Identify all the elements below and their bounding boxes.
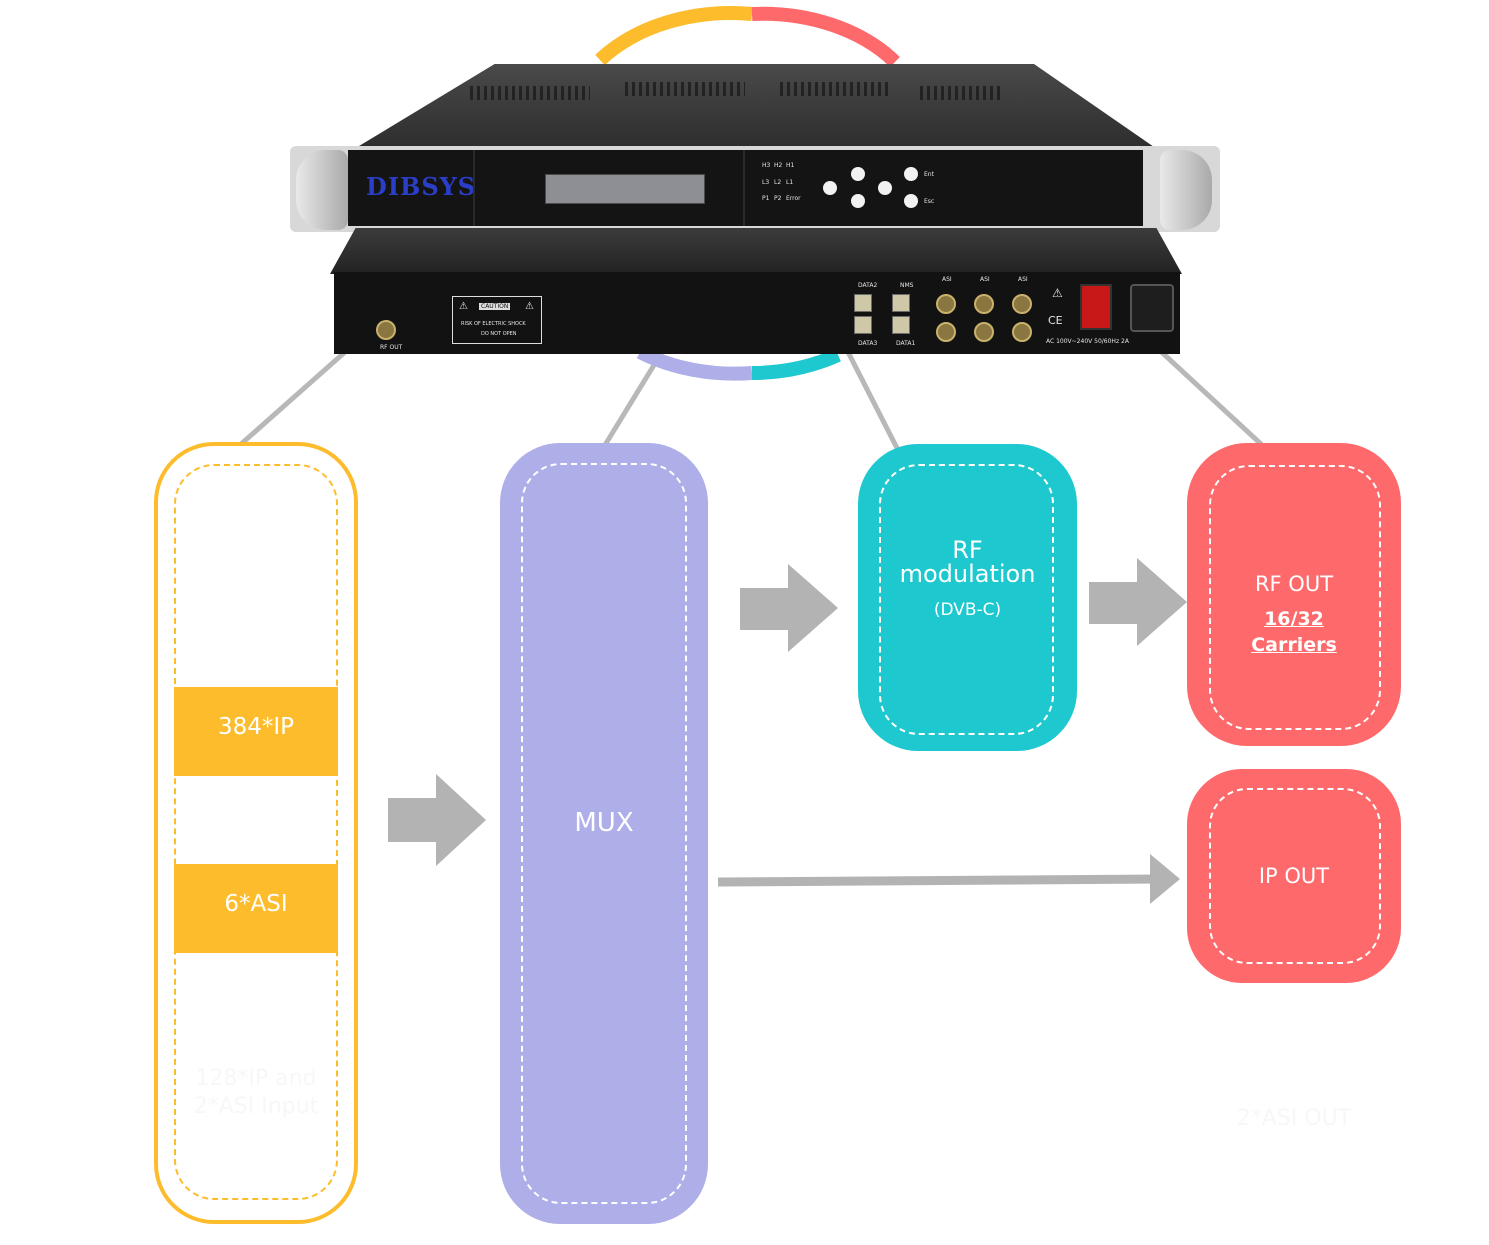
warning-icon: ⚠ — [1052, 286, 1063, 300]
caution-line2: DO NOT OPEN — [481, 331, 517, 337]
led-label: L2 — [774, 179, 782, 186]
arrow-modulation-to-rf-out — [1089, 558, 1187, 646]
led-label: P1 — [762, 195, 770, 202]
ring-yellow-segment — [595, 6, 753, 66]
modulation-label-line3: (DVB-C) — [933, 600, 1002, 620]
vent — [470, 86, 590, 100]
ethernet-port — [892, 316, 910, 334]
asi-input-label: 6*ASI — [224, 891, 288, 917]
down-button[interactable] — [851, 194, 865, 208]
connector-to-input — [238, 350, 347, 447]
caution-label: CAUTION ⚠ ⚠ RISK OF ELECTRIC SHOCK DO NO… — [452, 296, 542, 344]
mux-box-dashed-border — [521, 463, 687, 1204]
connector-to-mux — [602, 350, 665, 447]
led-label: H2 — [774, 162, 783, 169]
asi-input-block — [174, 864, 338, 953]
ring-teal-segment — [751, 348, 841, 380]
arrow-mux-to-ip-out-head — [1150, 854, 1180, 904]
ce-mark: CE — [1048, 314, 1063, 327]
power-rating-label: AC 100V~240V 50/60Hz 2A — [1046, 338, 1129, 345]
asi-connector — [936, 322, 956, 342]
rf-out-box-dashed-border — [1209, 465, 1381, 730]
rack-ear-right — [1160, 150, 1212, 230]
port-label-asi: ASI — [980, 276, 990, 283]
escape-button[interactable] — [904, 194, 918, 208]
faded-asi-out-label: 2*ASI OUT — [1236, 1106, 1352, 1131]
asi-connector — [936, 294, 956, 314]
connector-to-rf-out — [1153, 344, 1264, 447]
asi-connector — [974, 322, 994, 342]
connector-to-modulation — [845, 350, 901, 452]
brand-logo-text: DIBSYS — [366, 172, 477, 201]
front-panel: DIBSYS H3 H2 H1 L3 L2 L1 P1 P2 Error Ent… — [348, 150, 1143, 226]
port-label-data2: DATA2 — [858, 282, 878, 289]
enter-button[interactable] — [904, 167, 918, 181]
rf-out-title: RF OUT — [1254, 572, 1334, 596]
arrow-mux-to-modulation — [740, 564, 838, 652]
arrow-mux-to-ip-out-shaft — [717, 874, 1156, 887]
escape-label: Esc — [924, 198, 935, 205]
rf-out-carriers-line1: 16/32 — [1264, 608, 1324, 630]
warning-icon: ⚠ — [525, 301, 534, 312]
input-box-dashed-border — [174, 464, 338, 1200]
device-top-cover — [345, 64, 1165, 154]
ip-input-block — [174, 687, 338, 776]
rf-out-port-label: RF OUT — [380, 344, 403, 351]
led-label: H1 — [786, 162, 795, 169]
panel-divider — [473, 150, 475, 226]
led-label: H3 — [762, 162, 771, 169]
ip-input-label: 384*IP — [217, 714, 295, 740]
vent — [625, 82, 745, 96]
ip-out-title: IP OUT — [1258, 864, 1330, 888]
asi-connector — [1012, 322, 1032, 342]
rear-panel: RF OUT CAUTION ⚠ ⚠ RISK OF ELECTRIC SHOC… — [334, 272, 1180, 354]
ethernet-port — [854, 294, 872, 312]
mux-box — [500, 443, 708, 1224]
ethernet-port — [854, 316, 872, 334]
ip-out-box-dashed-border — [1209, 788, 1381, 964]
warning-icon: ⚠ — [459, 301, 468, 312]
port-label-nms: NMS — [900, 282, 914, 289]
ethernet-port — [892, 294, 910, 312]
asi-connector — [974, 294, 994, 314]
modulation-label-line1: RF — [952, 536, 983, 564]
mux-label: MUX — [574, 808, 634, 838]
led-label: P2 — [774, 195, 782, 202]
faded-input-label-line2: 2*ASI Input — [193, 1094, 319, 1119]
caution-title: CAUTION — [479, 303, 511, 310]
vent — [920, 86, 1000, 100]
port-label-data1: DATA1 — [896, 340, 916, 347]
power-socket — [1130, 284, 1174, 332]
rf-out-connector — [376, 320, 396, 340]
modulation-box-dashed-border — [879, 464, 1054, 735]
vent — [780, 82, 890, 96]
enter-label: Ent — [924, 171, 934, 178]
input-box — [154, 442, 358, 1224]
port-label-asi: ASI — [942, 276, 952, 283]
device-rear-top — [330, 228, 1182, 274]
right-button[interactable] — [878, 181, 892, 195]
arrow-input-to-mux — [388, 774, 486, 866]
faded-input-label-line1: 128*IP and — [195, 1066, 317, 1091]
rack-ear-left — [296, 150, 348, 230]
rf-out-carriers-line2: Carriers — [1251, 634, 1337, 656]
lcd-display — [545, 174, 705, 204]
panel-divider — [743, 150, 745, 226]
ring-purple-segment — [636, 345, 753, 381]
port-label-data3: DATA3 — [858, 340, 878, 347]
led-label: L3 — [762, 179, 770, 186]
up-button[interactable] — [851, 167, 865, 181]
modulation-label-line2: modulation — [899, 560, 1036, 588]
left-button[interactable] — [823, 181, 837, 195]
caution-line1: RISK OF ELECTRIC SHOCK — [461, 321, 526, 327]
power-switch[interactable] — [1080, 284, 1112, 330]
led-label: Error — [786, 195, 801, 202]
port-label-asi: ASI — [1018, 276, 1028, 283]
ring-red-segment — [751, 6, 900, 68]
brand-logo: DIBSYS — [366, 172, 476, 201]
asi-connector — [1012, 294, 1032, 314]
led-label: L1 — [786, 179, 794, 186]
